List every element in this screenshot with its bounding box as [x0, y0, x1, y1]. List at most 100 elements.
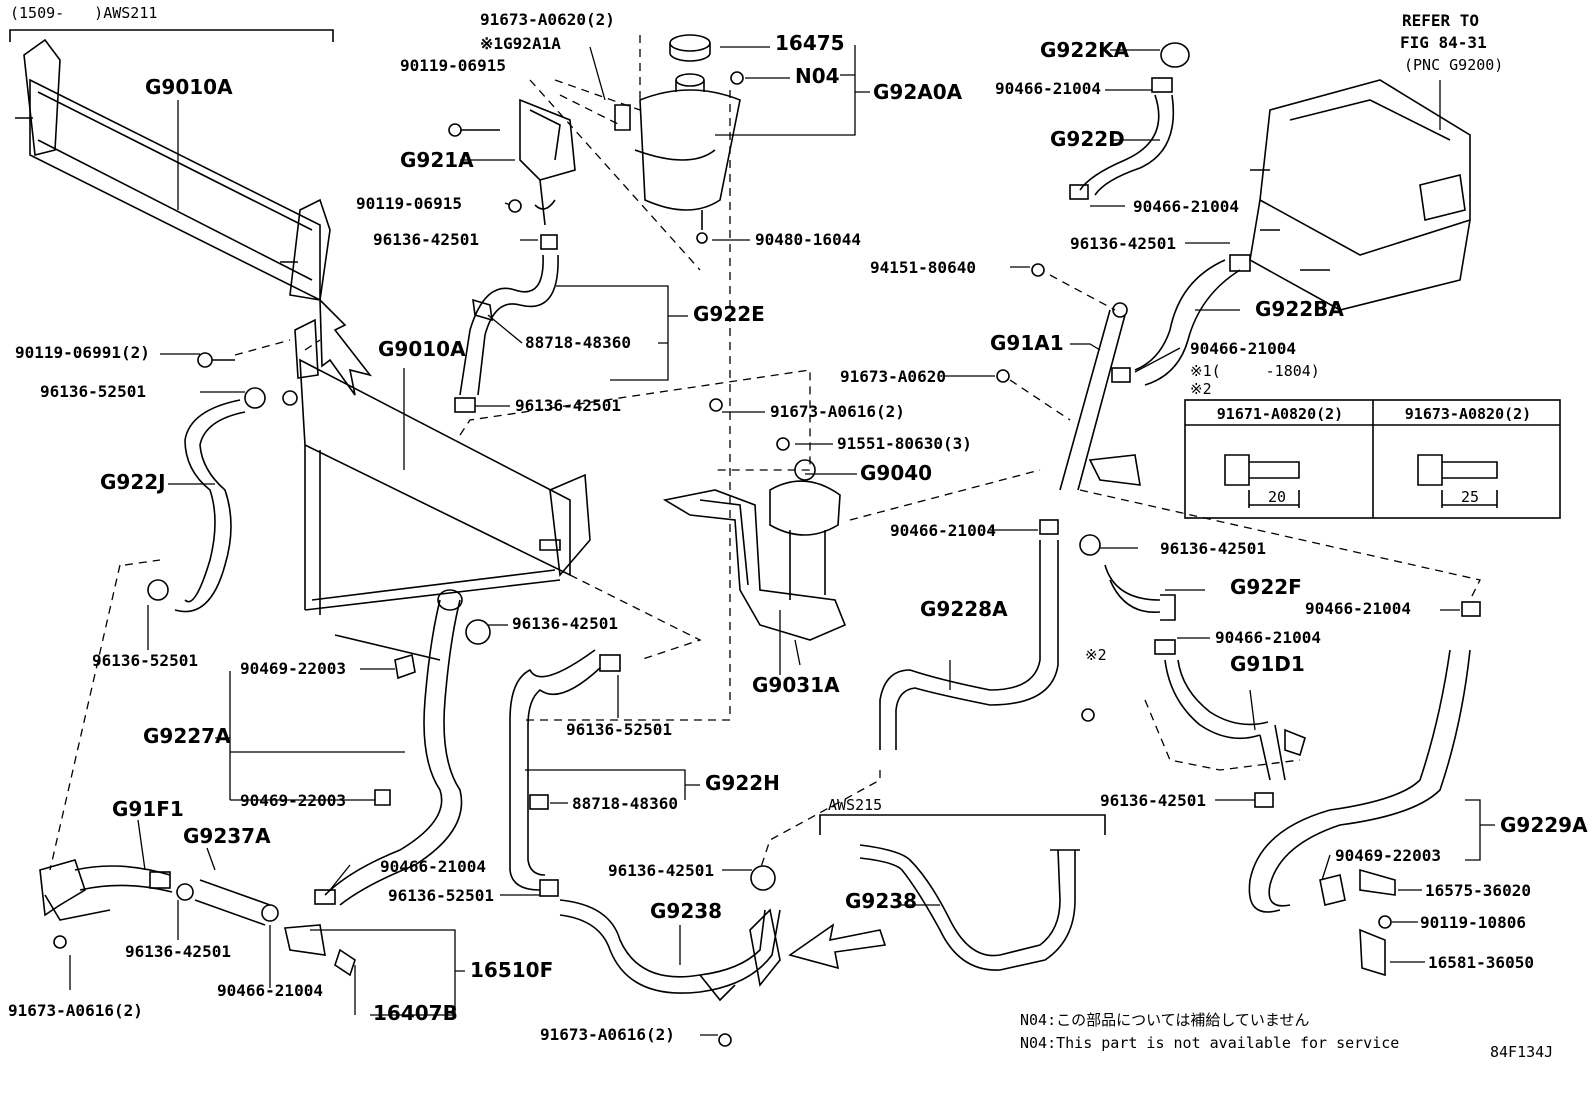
hose-g9229a: [1248, 601, 1481, 977]
part-90466-21004-b[interactable]: 90466-21004: [217, 981, 323, 1000]
part-90119-06915-b[interactable]: 90119-06915: [356, 194, 462, 213]
part-G91A1[interactable]: G91A1: [990, 331, 1064, 355]
pipe-g91a1: [996, 263, 1141, 491]
part-94151-80640[interactable]: 94151-80640: [870, 258, 976, 277]
part-16581-36050[interactable]: 16581-36050: [1428, 953, 1534, 972]
dashed-leaders: [49, 35, 1481, 871]
part-96136-52501-a[interactable]: 96136-52501: [40, 382, 146, 401]
part-90466-21004-c[interactable]: 90466-21004: [995, 79, 1101, 98]
part-G9010A-mid[interactable]: G9010A: [378, 337, 466, 361]
part-90466-21004-f[interactable]: 90466-21004: [890, 521, 996, 540]
refer-line-2: FIG 84-31: [1400, 33, 1487, 52]
part-96136-42501-h[interactable]: 96136-42501: [1100, 791, 1206, 810]
hose-g922j: [147, 387, 298, 613]
part-91551-80630-3[interactable]: 91551-80630(3): [837, 434, 972, 453]
part-91673-A0616-2-c[interactable]: 91673-A0616(2): [540, 1025, 675, 1044]
part-90480-16044[interactable]: 90480-16044: [755, 230, 861, 249]
part-G9237A[interactable]: G9237A: [183, 824, 271, 848]
part-16407B[interactable]: 16407B: [373, 1001, 458, 1025]
part-G9228A[interactable]: G9228A: [920, 597, 1008, 621]
part-90466-21004-d[interactable]: 90466-21004: [1133, 197, 1239, 216]
part-96136-42501-g[interactable]: 96136-42501: [1160, 539, 1266, 558]
footnote-japanese: N04:この部品については補給していません: [1020, 1011, 1310, 1029]
part-88718-48360-b[interactable]: 88718-48360: [572, 794, 678, 813]
radiator-middle: [294, 318, 591, 661]
part-G922H[interactable]: G922H: [705, 771, 780, 795]
reservoir-tank: [634, 34, 744, 244]
model-bracket: [9, 29, 334, 42]
bolt-90119-06991: [197, 352, 235, 368]
table-col2-header[interactable]: 91673-A0820(2): [1404, 405, 1532, 423]
part-96136-42501-f[interactable]: 96136-42501: [1070, 234, 1176, 253]
variant-aws215: AWS215: [828, 796, 883, 814]
part-91673-A0616-2-b[interactable]: 91673-A0616(2): [8, 1001, 143, 1020]
part-96136-52501-b[interactable]: 96136-52501: [92, 651, 198, 670]
part-G9229A[interactable]: G9229A: [1500, 813, 1588, 837]
hose-g9227a: [314, 589, 491, 906]
part-16575-36020[interactable]: 16575-36020: [1425, 881, 1531, 900]
part-G922KA[interactable]: G922KA: [1040, 38, 1130, 62]
part-G9010A-top[interactable]: G9010A: [145, 75, 233, 99]
part-96136-42501-c[interactable]: 96136-42501: [512, 614, 618, 633]
down-arrow: [319, 298, 373, 396]
note-2-mark: ※2: [1190, 380, 1212, 398]
part-91673-A0620-2[interactable]: 91673-A0620(2): [480, 10, 615, 29]
pump-bracket: [662, 398, 847, 641]
part-G922E[interactable]: G922E: [693, 302, 765, 326]
footnote-english: N04:This part is not available for servi…: [1020, 1034, 1400, 1052]
bracket-g921a: [448, 98, 631, 226]
model-range: (1509- )AWS211: [10, 4, 158, 22]
pipe-g91f1: [39, 859, 356, 977]
part-G922D[interactable]: G922D: [1050, 127, 1125, 151]
part-G9238-b[interactable]: G9238: [845, 889, 918, 913]
part-G9227A[interactable]: G9227A: [143, 724, 231, 748]
part-91673-A0616-2-a[interactable]: 91673-A0616(2): [770, 402, 905, 421]
part-G92A1A[interactable]: ※1G92A1A: [480, 34, 561, 53]
part-90469-22003-c[interactable]: 90469-22003: [1335, 846, 1441, 865]
table-dim-20: 20: [1267, 488, 1287, 506]
part-90466-21004-g[interactable]: 90466-21004: [1305, 599, 1411, 618]
inverter-assembly: [1249, 79, 1471, 311]
part-N04[interactable]: N04: [795, 64, 840, 88]
part-91673-A0620[interactable]: 91673-A0620: [840, 367, 946, 386]
part-G921A[interactable]: G921A: [400, 148, 474, 172]
part-90466-21004-e[interactable]: 90466-21004: [1190, 339, 1296, 358]
part-G9040[interactable]: G9040: [860, 461, 933, 485]
note-1-range: ※1( -1804): [1190, 362, 1320, 380]
part-G91D1[interactable]: G91D1: [1230, 652, 1305, 676]
part-96136-42501-b[interactable]: 96136-42501: [515, 396, 621, 415]
part-90469-22003-b[interactable]: 90469-22003: [240, 791, 346, 810]
hose-g922e: [454, 234, 559, 413]
part-16510F[interactable]: 16510F: [470, 958, 554, 982]
hose-g9238: [559, 865, 781, 1047]
part-90466-21004-h[interactable]: 90466-21004: [1215, 628, 1321, 647]
part-96136-52501-c[interactable]: 96136-52501: [566, 720, 672, 739]
part-G922F[interactable]: G922F: [1230, 575, 1302, 599]
part-90119-06915-a[interactable]: 90119-06915: [400, 56, 506, 75]
part-90119-10806[interactable]: 90119-10806: [1420, 913, 1526, 932]
part-G9238-a[interactable]: G9238: [650, 899, 723, 923]
part-96136-42501-e[interactable]: 96136-42501: [608, 861, 714, 880]
table-col1-header[interactable]: 91671-A0820(2): [1216, 405, 1344, 423]
hose-g9228a: [879, 519, 1059, 750]
part-96136-42501-d[interactable]: 96136-42501: [125, 942, 231, 961]
part-16475[interactable]: 16475: [775, 31, 845, 55]
part-88718-48360-a[interactable]: 88718-48360: [525, 333, 631, 352]
part-90119-06991-2[interactable]: 90119-06991(2): [15, 343, 150, 362]
left-arrow: [788, 923, 887, 970]
table-dim-25: 25: [1460, 488, 1480, 506]
part-G91F1[interactable]: G91F1: [112, 797, 184, 821]
part-96136-42501-a[interactable]: 96136-42501: [373, 230, 479, 249]
hose-g922d: [1069, 42, 1190, 200]
part-90466-21004-a[interactable]: 90466-21004: [380, 857, 486, 876]
part-G92A0A[interactable]: G92A0A: [873, 80, 963, 104]
hose-g922f: [1079, 534, 1176, 621]
part-96136-52501-d[interactable]: 96136-52501: [388, 886, 494, 905]
part-G922J[interactable]: G922J: [100, 470, 166, 494]
part-G9031A[interactable]: G9031A: [752, 673, 840, 697]
part-G922BA[interactable]: G922BA: [1255, 297, 1344, 321]
figure-code: 84F134J: [1490, 1043, 1554, 1061]
pipe-g91d1: [1081, 639, 1306, 808]
part-90469-22003-a[interactable]: 90469-22003: [240, 659, 346, 678]
